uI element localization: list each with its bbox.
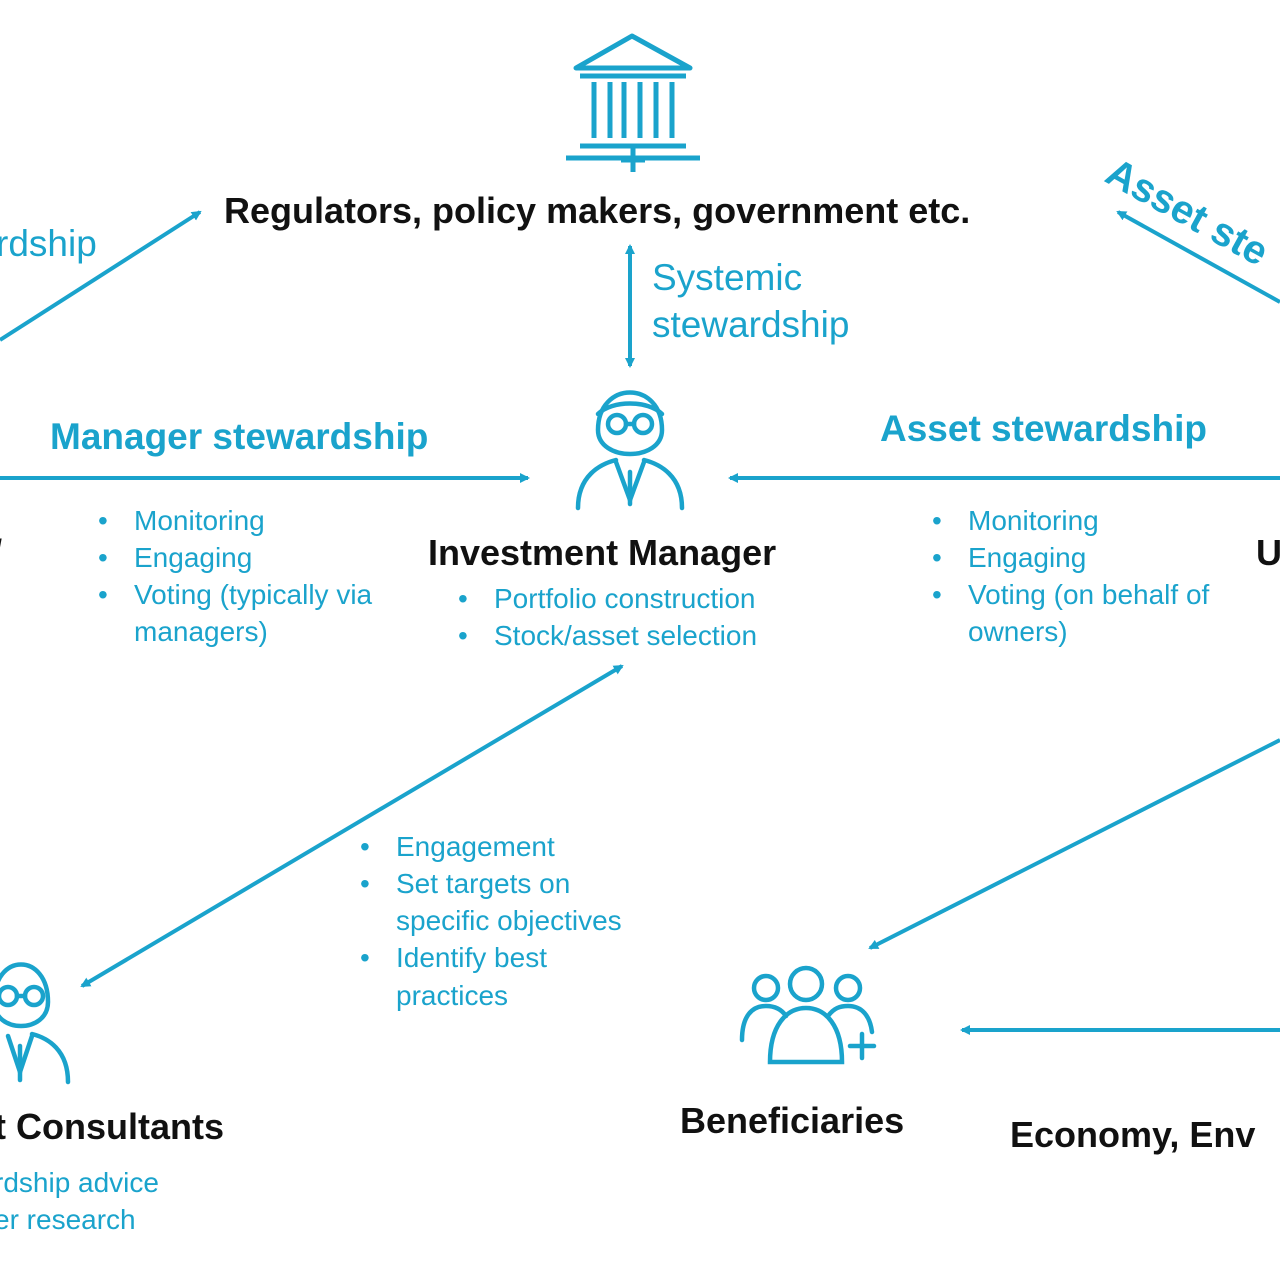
consultant-link-bullets: Engagement Set targets on — [360, 828, 570, 902]
list-item: Engaging — [98, 539, 372, 576]
regulators-label: Regulators, policy makers, government et… — [224, 190, 971, 231]
list-item: Monitoring — [932, 502, 1209, 539]
consultants-lines: rdship advice er research — [0, 1164, 159, 1238]
list-item: rdship advice — [0, 1167, 159, 1198]
list-item: Engagement — [360, 828, 570, 865]
consultant-link-continuation-2: practices — [396, 980, 509, 1011]
arrow-left-to-regulators — [0, 210, 202, 342]
consultants-label: t Consultants — [0, 1106, 224, 1147]
arrow-right-to-regulators — [1116, 210, 1280, 304]
left-edge-fragment-2: ) — [0, 612, 1, 644]
right-edge-node-fragment: U — [1256, 532, 1280, 573]
asset-stewardship-label: Asset stewardship — [880, 408, 1207, 449]
list-item: Monitoring — [98, 502, 372, 539]
asset-stewardship-bullet-continuation: owners) — [968, 616, 1068, 647]
manager-stewardship-label: Manager stewardship — [50, 416, 429, 457]
consultant-person-icon — [0, 962, 71, 1085]
manager-stewardship-bullets: Monitoring Engaging Voting (typically vi… — [98, 502, 372, 613]
systemic-line-1: Systemic — [652, 257, 803, 298]
list-item: Identify best — [360, 939, 547, 976]
list-item: Voting (on behalf of — [932, 576, 1209, 613]
systemic-line-2: stewardship — [652, 304, 850, 345]
beneficiaries-label: Beneficiaries — [680, 1100, 905, 1141]
investment-manager-label: Investment Manager — [428, 532, 777, 573]
left-edge-fragment-1: / — [0, 532, 2, 574]
list-item: Set targets on — [360, 865, 570, 902]
list-item: Portfolio construction — [458, 580, 757, 617]
left-stewardship-fragment: rdship — [0, 223, 97, 264]
government-building-icon — [566, 33, 700, 172]
economy-label: Economy, Env — [1010, 1114, 1256, 1155]
list-item: Voting (typically via — [98, 576, 372, 613]
consultant-link-continuation-1: specific objectives — [396, 905, 622, 936]
asset-stewardship-bullets: Monitoring Engaging Voting (on behalf of — [932, 502, 1209, 613]
person-with-glasses-icon — [575, 390, 685, 511]
people-group-icon — [739, 965, 877, 1065]
systemic-stewardship-label: Systemic stewardship — [652, 254, 849, 348]
list-item: Stock/asset selection — [458, 617, 757, 654]
list-item: er research — [0, 1204, 136, 1235]
investment-manager-bullets: Portfolio construction Stock/asset selec… — [458, 580, 757, 654]
arrow-manager-consultants — [80, 664, 624, 988]
manager-stewardship-bullet-continuation: managers) — [134, 616, 268, 647]
arrow-to-beneficiaries — [868, 738, 1280, 950]
list-item: Engaging — [932, 539, 1209, 576]
consultant-link-bullets-2: Identify best — [360, 939, 547, 976]
